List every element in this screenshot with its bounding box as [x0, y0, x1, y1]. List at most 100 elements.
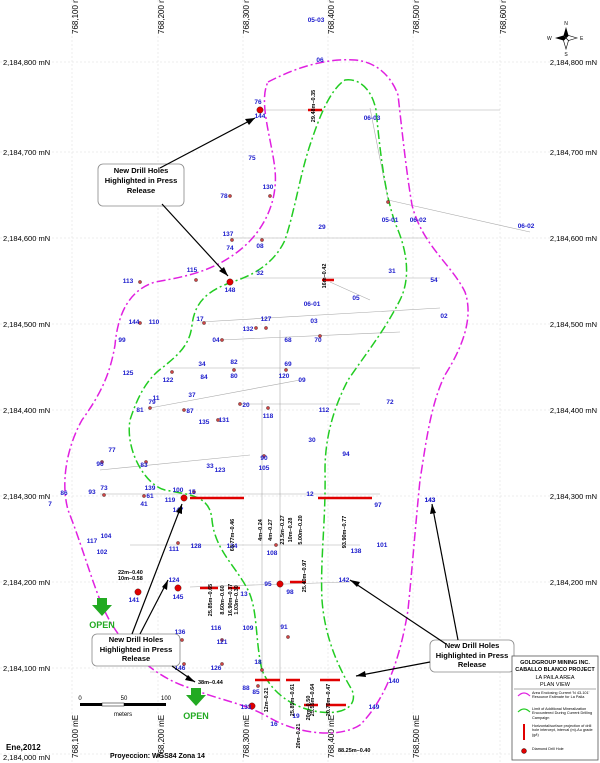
drill-hole-id: 80 [230, 373, 238, 380]
northing-labels-right: 2,184,800 mN 2,184,700 mN 2,184,600 mN 2… [550, 58, 597, 587]
drill-hole-marker [148, 406, 152, 410]
drill-hole-id: 128 [191, 543, 202, 550]
drill-hole-marker [180, 494, 188, 502]
intercept-label: 38m–0.44 [198, 680, 224, 686]
callout-text: New Drill Holes Highlighted in Press Rel… [435, 641, 509, 669]
easting-label: 768,500 mE [412, 715, 421, 758]
drill-hole-id: 78 [220, 193, 228, 200]
intercept-label: 25.55m–0.64 [310, 683, 316, 716]
drill-hole-id: 83 [140, 462, 148, 469]
drill-hole-id: 100 [173, 487, 184, 494]
drill-hole-id: 99 [118, 337, 126, 344]
drill-hole-id: 113 [123, 278, 134, 285]
drill-hole-id: 33 [206, 463, 214, 470]
northing-label: 2,184,600 mN [550, 234, 597, 243]
drill-hole-id: 05-03 [308, 17, 325, 24]
drill-hole-marker [266, 406, 270, 410]
northing-labels-left: 2,184,800 mN 2,184,700 mN 2,184,600 mN 2… [3, 58, 50, 762]
drill-hole-marker [180, 638, 184, 642]
legend-item-label: Horizontal/surface projection of drill h… [532, 724, 593, 737]
drill-hole-id: 15 [188, 489, 196, 496]
compass-rose-icon: N S E W [547, 21, 584, 58]
drill-hole-id: 139 [145, 485, 156, 492]
drill-hole-id: 31 [388, 268, 396, 275]
drill-hole-id: 122 [163, 377, 174, 384]
drill-hole-marker [134, 588, 142, 596]
easting-label: 768,400 mE [327, 715, 336, 758]
drill-hole-id: 08 [256, 243, 264, 250]
drill-hole-marker [182, 408, 186, 412]
drill-hole-marker [254, 326, 258, 330]
drill-hole-id: 19 [292, 713, 300, 720]
drill-hole-id: 95 [264, 581, 272, 588]
easting-label: 768,200 mE [157, 715, 166, 758]
legend-project: CABALLO BLANCO PROJECT [515, 667, 595, 673]
drill-hole-id: 118 [263, 413, 274, 420]
drill-hole-id: 06-01 [304, 301, 321, 308]
drill-hole-marker [238, 402, 242, 406]
drill-hole-id: 127 [261, 316, 272, 323]
drill-hole-marker [260, 668, 264, 672]
drill-hole-id: 145 [173, 594, 184, 601]
drill-hole-id: 117 [87, 538, 98, 545]
drill-hole-id: 04 [212, 337, 220, 344]
drill-hole-id: 84 [200, 374, 208, 381]
drill-hole-id: 06-03 [364, 115, 381, 122]
drill-hole-id: 06-02 [410, 217, 427, 224]
intercept-label: 10m–0.58 [118, 576, 143, 582]
resource-boundary [64, 59, 469, 734]
drill-hole-id: 75 [248, 155, 256, 162]
intercept-label: 5.00m–0.20 [298, 515, 304, 544]
drill-hole-marker [230, 238, 234, 242]
drill-hole-id: 30 [308, 437, 316, 444]
drill-hole-marker [194, 278, 198, 282]
drill-hole-marker [192, 490, 196, 494]
drill-hole-id: 125 [123, 370, 134, 377]
intercept-label: 12m–0.21 [264, 688, 270, 713]
drill-hole-id: 131 [219, 417, 230, 424]
drill-hole-marker [220, 338, 224, 342]
drill-hole-marker [264, 326, 268, 330]
drill-hole-id: 90 [260, 455, 268, 462]
easting-label: 768,600 mE [499, 0, 508, 34]
intercept-label: 63.77m–0.46 [230, 519, 236, 551]
northing-label: 2,184,700 mN [3, 148, 50, 157]
drill-hole-id: 148 [225, 287, 236, 294]
drill-hole-id: 136 [175, 629, 186, 636]
drill-hole-id: 16 [270, 721, 278, 728]
drill-hole-id: 88 [242, 685, 250, 692]
intercept-label: 16m–0.42 [322, 264, 328, 289]
drill-traces [99, 107, 531, 720]
svg-text:100: 100 [161, 696, 172, 702]
open-arrow-left-icon: OPEN [89, 598, 115, 630]
drill-hole-id: 112 [319, 407, 330, 414]
drill-hole-id: 126 [211, 665, 222, 672]
legend-swatch-hole [521, 748, 527, 754]
drill-hole-id: 41 [140, 501, 148, 508]
drill-hole-id: 85 [252, 689, 260, 696]
drill-hole-id: 96 [96, 461, 104, 468]
drill-hole-id: 73 [100, 485, 108, 492]
drill-hole-marker [262, 454, 266, 458]
drill-hole-id: 05-01 [382, 217, 399, 224]
intercept-label: 93.90m–0.77 [342, 516, 348, 548]
intercept-label: 8.60m–0.60 [220, 585, 226, 614]
drill-hole-id: 135 [199, 419, 210, 426]
intercept-label: 10m–0.28 [288, 518, 294, 543]
drill-hole-id: 97 [374, 502, 382, 509]
northing-label: 2,184,800 mN [550, 58, 597, 67]
drill-hole-id: 119 [165, 497, 176, 504]
drill-hole-marker [318, 334, 322, 338]
northing-label: 2,184,300 mN [3, 492, 50, 501]
compass-w: W [547, 36, 552, 42]
drill-hole-marker [100, 460, 104, 464]
drill-hole-id: 82 [230, 359, 238, 366]
drill-hole-id: 02 [440, 313, 448, 320]
intercept-label: 25.85m–0.61 [290, 684, 296, 716]
drill-hole-id: 143 [425, 497, 436, 504]
drill-hole-id: 98 [286, 589, 294, 596]
drill-hole-id: 7 [48, 501, 52, 508]
svg-text:50: 50 [121, 696, 128, 702]
legend-view: PLAN VIEW [540, 682, 571, 688]
